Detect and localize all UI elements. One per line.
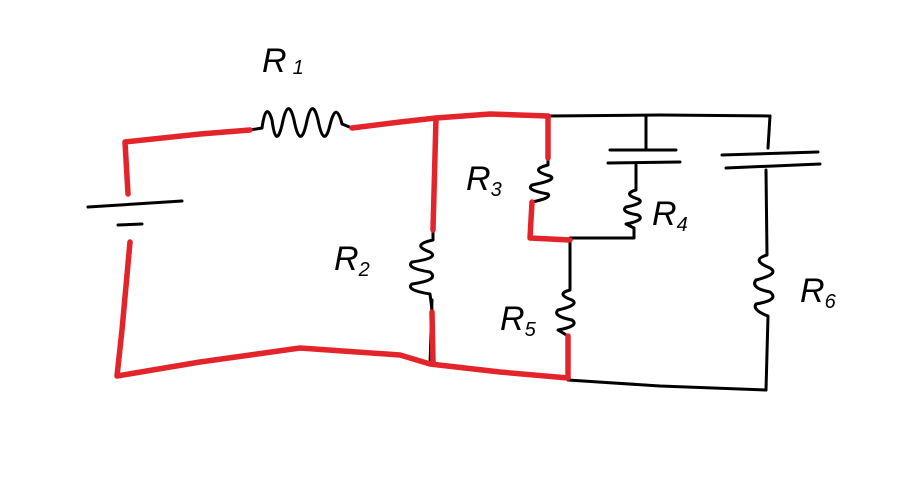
highlight-r2-bottom	[429, 309, 436, 365]
resistor-r4	[568, 163, 642, 240]
capacitor-c2-top-plate	[720, 150, 820, 157]
battery-long-plate	[86, 199, 184, 209]
r6-top-wire	[766, 114, 772, 150]
resistor-r5	[555, 238, 576, 338]
highlight-top-middle	[349, 111, 551, 131]
highlight-r2-top	[430, 115, 439, 233]
bottom-wire-right	[566, 378, 768, 392]
label-r6: R6	[800, 272, 837, 313]
resistor-r3	[528, 156, 554, 204]
resistor-r6	[753, 168, 775, 392]
label-r5: R5	[500, 300, 537, 341]
highlight-r3-bottom	[527, 199, 573, 243]
top-wire-right	[546, 113, 772, 118]
highlight-left-top	[122, 127, 253, 197]
label-r2: R2	[334, 240, 370, 281]
resistor-r1	[248, 107, 354, 138]
battery-short-plate	[116, 222, 144, 227]
label-r4: R4	[652, 195, 688, 236]
resistor-r2	[409, 228, 435, 312]
capacitor-c1-bottom-plate	[606, 160, 682, 165]
label-r3: R3	[466, 160, 502, 201]
capacitor-c2-bottom-plate	[724, 162, 822, 170]
highlight-left-bottom	[114, 239, 571, 381]
